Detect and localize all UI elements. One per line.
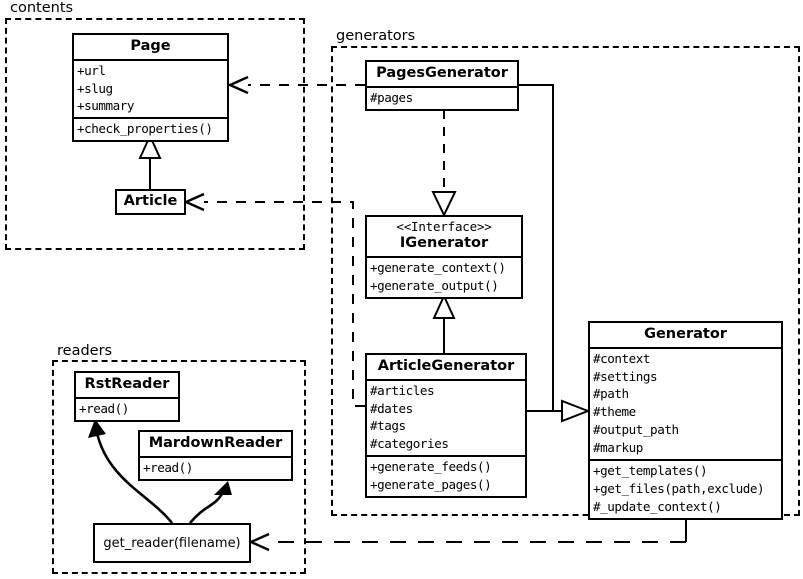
attribute-item: #pages [370,89,413,105]
class-attributes-pagesgenerator: #pages [367,85,517,109]
class-operations-mardownreader: +read() [140,455,291,479]
class-name-pagesgenerator: PagesGenerator [376,65,508,81]
class-name-rstreader: RstReader [84,376,170,392]
operation-item: +read() [143,459,193,475]
class-operations-articlegenerator: +generate_feeds() +generate_pages() [367,455,525,496]
class-operations-page: +check_properties() [74,117,227,140]
package-label-generators: generators [334,28,418,44]
class-name-article: Article [123,193,178,209]
operation-item: +get_templates() [593,462,708,478]
attribute-item: #theme [593,404,636,420]
operation-item: +generate_feeds() [370,459,492,475]
operation-item: #_update_context() [593,498,722,514]
relation-pagesgenerator-to-generator [519,84,591,423]
attribute-item: #dates [370,400,413,416]
relation-pagesgenerator-realizes-igenerator [431,110,457,218]
package-label-contents: contents [8,0,76,16]
class-stereotype-igenerator: <<Interface>> [396,219,492,234]
relation-get-reader-creates-rstreader [88,419,174,524]
operation-item: +get_files(path,exclude) [593,480,765,496]
class-box-generator[interactable]: Generator #context #settings #path #them… [588,321,783,520]
package-frame-readers [52,360,306,574]
operation-item: +generate_output() [370,277,499,293]
relation-get-reader-creates-mardownreader [189,481,232,524]
attribute-item: #path [593,386,629,402]
function-box-get-reader[interactable]: get_reader(filename) [93,523,251,563]
class-attributes-page: +url +slug +summary [74,58,227,118]
attribute-item: #tags [370,418,406,434]
class-box-rstreader[interactable]: RstReader +read() [74,371,180,422]
class-box-article[interactable]: Article [115,189,186,215]
class-name-page: Page [130,38,171,54]
package-frame-contents [5,18,305,250]
attribute-item: +slug [77,80,113,96]
package-frame-generators [331,46,800,516]
class-name-articlegenerator: ArticleGenerator [377,358,515,374]
attribute-item: #articles [370,382,435,398]
class-name-mardownreader: MardownReader [148,435,283,451]
operation-item: +read() [79,400,129,416]
class-attributes-generator: #context #settings #path #theme #output_… [590,346,781,459]
class-operations-generator: +get_templates() +get_files(path,exclude… [590,458,781,518]
class-box-igenerator[interactable]: <<Interface>> IGenerator +generate_conte… [365,215,523,299]
attribute-item: +summary [77,98,135,114]
operation-item: +generate_context() [370,260,506,276]
package-label-readers: readers [55,343,115,359]
class-name-text-igenerator: IGenerator [399,235,489,252]
operation-item: +check_properties() [77,121,213,137]
relation-articlegenerator-uses-article [183,192,365,407]
function-label-get-reader: get_reader(filename) [103,535,241,551]
relation-article-inherits-page [138,133,162,190]
class-box-articlegenerator[interactable]: ArticleGenerator #articles #dates #tags … [365,353,527,498]
relation-pagesgenerator-uses-page [227,75,365,95]
class-name-igenerator: <<Interface>> IGenerator [367,217,521,256]
class-box-pagesgenerator[interactable]: PagesGenerator #pages [365,60,519,111]
class-name-generator: Generator [644,326,727,342]
class-box-page[interactable]: Page +url +slug +summary +check_properti… [72,33,229,143]
relation-articlegenerator-inherits-igenerator [432,293,456,353]
class-operations-igenerator: +generate_context() +generate_output() [367,256,521,297]
attribute-item: #output_path [593,422,679,438]
attribute-item: #categories [370,436,449,452]
attribute-item: #context [593,350,651,366]
attribute-item: +url [77,62,106,78]
operation-item: +generate_pages() [370,477,492,493]
class-box-mardownreader[interactable]: MardownReader +read() [138,430,293,481]
class-operations-rstreader: +read() [76,396,178,420]
class-attributes-articlegenerator: #articles #dates #tags #categories [367,378,525,456]
attribute-item: #settings [593,368,658,384]
attribute-item: #markup [593,440,643,456]
